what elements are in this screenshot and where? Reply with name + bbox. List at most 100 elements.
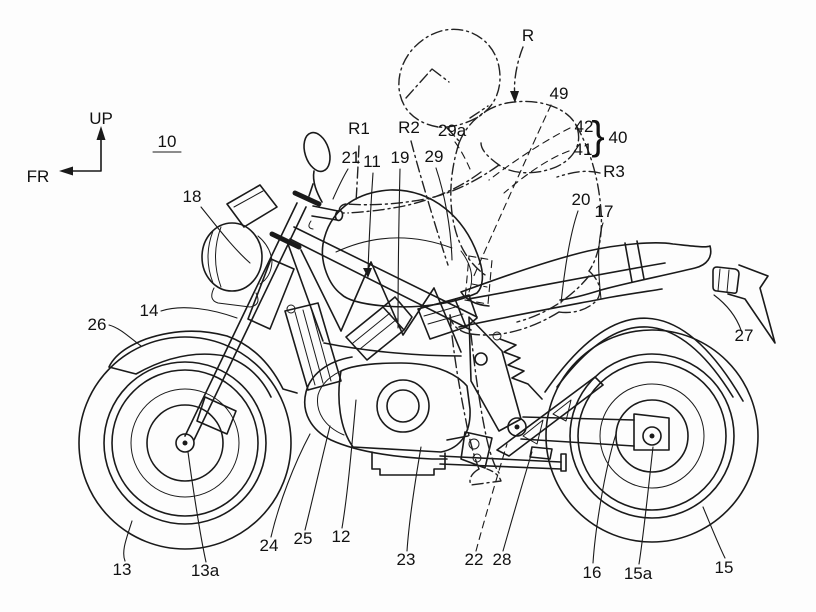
leader-17 — [598, 222, 604, 300]
leader-16 — [592, 433, 617, 564]
upper-engine-mount — [474, 352, 488, 366]
leader-26 — [108, 324, 142, 347]
clutch-cover-inner — [386, 389, 420, 423]
label-16: 16 — [583, 563, 602, 582]
label-28: 28 — [493, 550, 512, 569]
clutch-cover-outer — [376, 379, 430, 433]
leader-19 — [397, 168, 401, 329]
crankcase — [338, 362, 471, 453]
rider-back — [575, 124, 603, 272]
rear-axle-dot — [649, 433, 655, 439]
headlight — [201, 222, 273, 308]
label-15: 15 — [715, 558, 734, 577]
label-18: 18 — [183, 187, 202, 206]
leader-42 — [488, 127, 571, 181]
front-arrow-icon — [59, 166, 73, 176]
tank-highlight — [335, 237, 453, 253]
leader-15a — [638, 446, 654, 565]
leader-22 — [475, 443, 508, 552]
exhaust-header — [304, 356, 448, 460]
reference-labels: UP FR 10 R 49 42 41 } 40 R3 20 17 R1 21 … — [27, 26, 754, 583]
label-29: 29 — [425, 147, 444, 166]
leader-25 — [304, 425, 331, 531]
rider-neck — [446, 105, 489, 142]
rear-mudflap — [727, 264, 776, 344]
pedal-bracket — [446, 431, 493, 469]
helmet-visor — [405, 68, 450, 99]
brake-pedal — [446, 431, 493, 469]
headlight-lens — [201, 222, 263, 292]
instrument-cluster — [226, 184, 278, 228]
instrument-face-line — [233, 190, 264, 208]
seat-strap — [624, 240, 645, 283]
label-13: 13 — [113, 560, 132, 579]
headlight-bracket — [211, 235, 273, 308]
rear-rim — [577, 361, 727, 511]
oil-pan — [371, 451, 446, 476]
lower-triple-clamp — [269, 231, 302, 250]
up-arrow-icon — [96, 126, 106, 140]
seat-rails — [458, 262, 666, 328]
leader-49 — [472, 104, 552, 279]
front-axle-dot — [182, 440, 188, 446]
front-brake-caliper — [196, 396, 237, 435]
label-42: 42 — [575, 117, 594, 136]
mirror-glass — [303, 131, 331, 173]
leader-23 — [406, 446, 422, 552]
pedal-bolt-upper — [468, 438, 480, 450]
leader-11-arrowhead — [363, 268, 372, 278]
radiator-cap — [286, 304, 296, 314]
label-r3: R3 — [603, 162, 625, 181]
taillight — [712, 266, 740, 294]
rider-hip — [558, 270, 601, 314]
fork-tubes — [184, 183, 314, 441]
leader-28 — [502, 451, 533, 552]
rear-cylinder — [417, 294, 478, 340]
label-41: 41 — [574, 140, 593, 159]
leader-18 — [200, 206, 251, 264]
engine — [338, 294, 478, 476]
tank-outline — [321, 189, 484, 308]
front-tire-outer — [78, 336, 292, 550]
front-fender — [108, 330, 298, 398]
radiator-body — [284, 302, 342, 391]
label-26: 26 — [88, 315, 107, 334]
leader-r1 — [355, 145, 360, 203]
label-24: 24 — [260, 536, 279, 555]
leader-15 — [702, 506, 726, 559]
rear-fender — [544, 317, 744, 402]
front-brake-disc — [130, 388, 240, 498]
label-14: 14 — [140, 301, 159, 320]
subframe-truss — [496, 376, 604, 457]
leader-29a — [454, 141, 471, 170]
leader-11 — [367, 172, 374, 272]
brake-lever — [308, 220, 314, 230]
label-49: 49 — [550, 84, 569, 103]
label-40: 40 — [609, 128, 628, 147]
leader-lines — [108, 46, 742, 565]
leader-r-arrowhead — [510, 91, 519, 103]
shock-top-mount — [492, 331, 502, 341]
headlight-lens-rings — [207, 226, 222, 288]
label-23: 23 — [397, 550, 416, 569]
exhaust-inner-line — [316, 366, 354, 436]
leader-r3 — [556, 170, 601, 178]
label-up: UP — [89, 109, 113, 128]
label-15a: 15a — [624, 564, 653, 583]
label-r: R — [522, 26, 534, 45]
label-12: 12 — [332, 527, 351, 546]
direction-axes — [65, 132, 102, 172]
label-11: 11 — [363, 152, 381, 171]
front-wheel — [78, 336, 292, 550]
leader-13 — [123, 520, 133, 562]
front-tire-inner — [103, 361, 267, 525]
shock-spring — [499, 338, 543, 400]
front-fork — [184, 183, 322, 441]
leader-r — [513, 46, 524, 98]
seat-outline — [460, 242, 712, 307]
taillight-lines — [717, 268, 730, 293]
trellis-frame — [287, 226, 527, 437]
label-r2: R2 — [398, 118, 420, 137]
